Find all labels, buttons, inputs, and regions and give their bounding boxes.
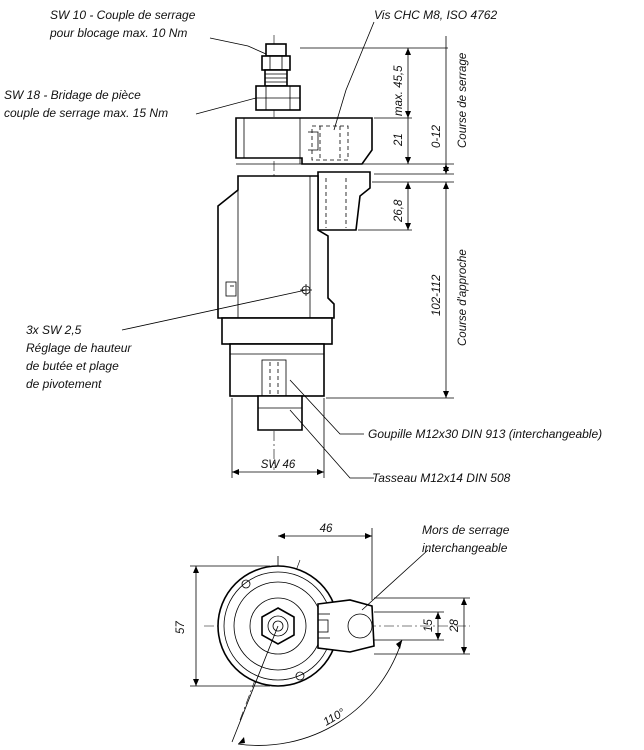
label-sw25-line3: de butée et plage (26, 359, 119, 373)
label-jaws-line2: interchangeable (422, 541, 508, 555)
leader-screw (333, 21, 375, 131)
lock-nut-sw10-hex (261, 55, 291, 71)
leader-sw25 (121, 289, 307, 331)
top-view: 46 57 15 28 110° (175, 523, 470, 746)
label-sw25-line1: 3x SW 2,5 (26, 323, 82, 337)
stud-m12x14 (257, 395, 303, 431)
label-sw18-line1: SW 18 - Bridage de pièce (4, 88, 141, 102)
adjust-screw-sw25 (225, 281, 237, 297)
label-pin: Goupille M12x30 DIN 913 (interchangeable… (368, 427, 602, 441)
leader-sw10 (209, 37, 267, 55)
side-view: SW 46 max. 45,5 21 26,8 0-12 Course de s… (121, 21, 469, 479)
body-base (229, 343, 325, 397)
screw-chc-m8 (311, 125, 349, 161)
jaw-screw-top (347, 613, 373, 639)
label-sw18-line2: couple de serrage max. 15 Nm (4, 106, 168, 120)
dim-28: 28 (449, 619, 461, 633)
body-collar (221, 317, 333, 345)
label-sw10-line2: pour blocage max. 10 Nm (49, 26, 187, 40)
dim-sw46: SW 46 (261, 459, 296, 471)
label-jaws-line1: Mors de serrage (422, 523, 510, 537)
swivel-arc (237, 639, 403, 746)
leader-pin (289, 379, 364, 435)
dim-15: 15 (423, 619, 435, 632)
clamping-arm (235, 117, 373, 165)
dim-268: 26,8 (393, 199, 405, 223)
arm-top (317, 599, 375, 653)
leader-sw18 (195, 97, 257, 115)
dim-stroke: 0-12 (431, 124, 443, 148)
dim-21: 21 (393, 133, 405, 147)
axis-approach-stroke: Course d'approche (457, 249, 469, 346)
dim-57: 57 (175, 621, 187, 634)
label-sw10-line1: SW 10 - Couple de serrage (50, 8, 196, 22)
leader-stud (289, 409, 374, 479)
dim-46: 46 (320, 523, 333, 535)
label-screw: Vis CHC M8, ISO 4762 (374, 8, 497, 22)
label-stud: Tasseau M12x14 DIN 508 (372, 471, 511, 485)
dim-approach: 102-112 (431, 274, 443, 316)
dim-max455: max. 45,5 (393, 65, 405, 116)
axis-clamp-stroke: Course de serrage (457, 53, 469, 148)
leader-jaws (361, 549, 429, 611)
label-sw25-line2: Réglage de hauteur (26, 341, 132, 355)
lock-nut-sw10 (265, 43, 287, 57)
hex-nut-top (261, 607, 295, 645)
main-body (217, 175, 335, 319)
label-sw25-line4: de pivotement (26, 377, 102, 391)
